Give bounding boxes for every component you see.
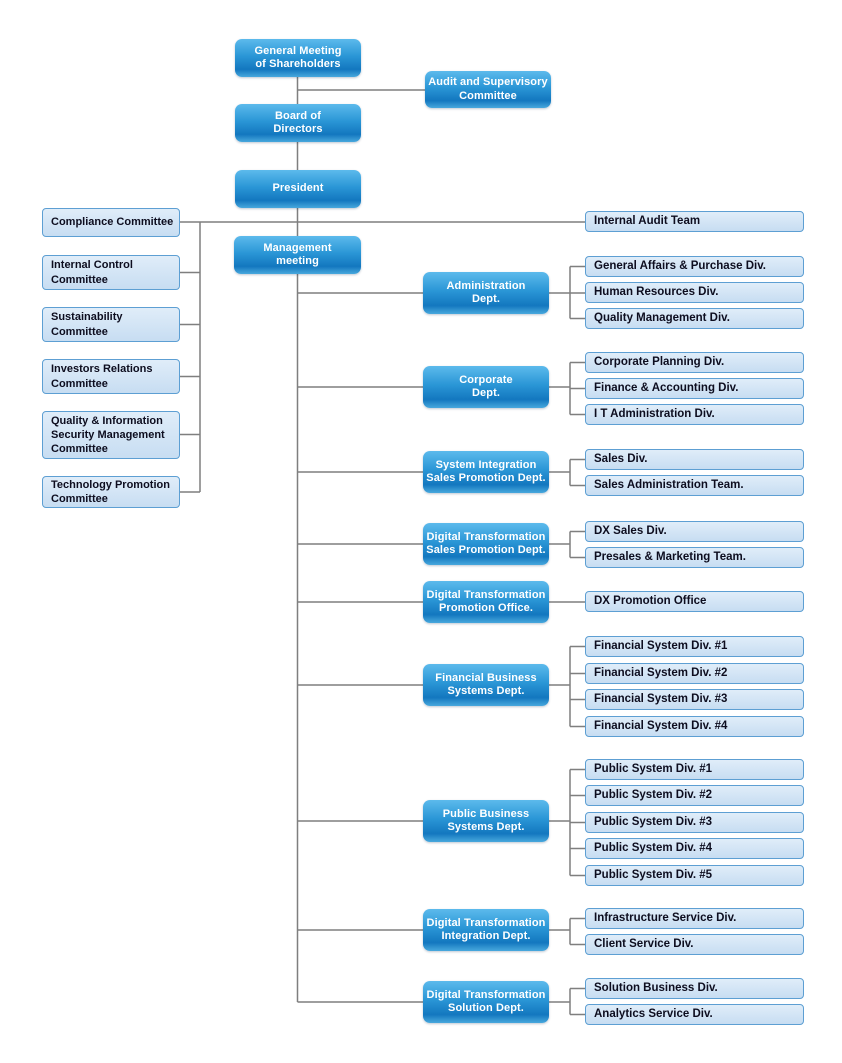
- division-box: Public System Div. #5: [585, 865, 804, 886]
- division-box: Sales Administration Team.: [585, 475, 804, 496]
- dept-box-digital-transformation-solution: Digital Transformation Solution Dept.: [423, 981, 549, 1023]
- division-box: Quality Management Div.: [585, 308, 804, 329]
- committee-box-sustainability: Sustainability Committee: [42, 307, 180, 342]
- committee-box-internal-control: Internal Control Committee: [42, 255, 180, 290]
- division-box-internal-audit-team: Internal Audit Team: [585, 211, 804, 232]
- node-board-of-directors: Board of Directors: [235, 104, 361, 142]
- division-box: Sales Div.: [585, 449, 804, 470]
- node-president: President: [235, 170, 361, 208]
- dept-box-digital-transformation-sales-promotion: Digital Transformation Sales Promotion D…: [423, 523, 549, 565]
- division-box: Public System Div. #2: [585, 785, 804, 806]
- division-box: DX Sales Div.: [585, 521, 804, 542]
- division-box: Presales & Marketing Team.: [585, 547, 804, 568]
- division-box: Infrastructure Service Div.: [585, 908, 804, 929]
- committee-box-compliance: Compliance Committee: [42, 208, 180, 237]
- dept-box-administration: Administration Dept.: [423, 272, 549, 314]
- division-box: Public System Div. #3: [585, 812, 804, 833]
- division-box: Client Service Div.: [585, 934, 804, 955]
- node-audit-supervisory-committee: Audit and Supervisory Committee: [425, 71, 551, 108]
- division-box: Public System Div. #1: [585, 759, 804, 780]
- dept-box-financial-business-systems: Financial Business Systems Dept.: [423, 664, 549, 706]
- division-box: Financial System Div. #3: [585, 689, 804, 710]
- division-box: Public System Div. #4: [585, 838, 804, 859]
- committee-box-quality-information-security: Quality & Information Security Managemen…: [42, 411, 180, 459]
- node-management-meeting: Management meeting: [234, 236, 361, 274]
- dept-box-system-integration-sales-promotion: System Integration Sales Promotion Dept.: [423, 451, 549, 493]
- dept-box-corporate: Corporate Dept.: [423, 366, 549, 408]
- division-box: Corporate Planning Div.: [585, 352, 804, 373]
- committee-box-technology-promotion: Technology Promotion Committee: [42, 476, 180, 508]
- node-general-meeting: General Meeting of Shareholders: [235, 39, 361, 77]
- division-box: Financial System Div. #4: [585, 716, 804, 737]
- division-box: Solution Business Div.: [585, 978, 804, 999]
- division-box: Finance & Accounting Div.: [585, 378, 804, 399]
- division-box: I T Administration Div.: [585, 404, 804, 425]
- dept-box-digital-transformation-integration: Digital Transformation Integration Dept.: [423, 909, 549, 951]
- division-box: Financial System Div. #2: [585, 663, 804, 684]
- division-box: Human Resources Div.: [585, 282, 804, 303]
- committee-box-investors-relations: Investors Relations Committee: [42, 359, 180, 394]
- division-box: Analytics Service Div.: [585, 1004, 804, 1025]
- division-box: General Affairs & Purchase Div.: [585, 256, 804, 277]
- dept-box-public-business-systems: Public Business Systems Dept.: [423, 800, 549, 842]
- division-box: Financial System Div. #1: [585, 636, 804, 657]
- dept-box-digital-transformation-promotion-office: Digital Transformation Promotion Office.: [423, 581, 549, 623]
- division-box: DX Promotion Office: [585, 591, 804, 612]
